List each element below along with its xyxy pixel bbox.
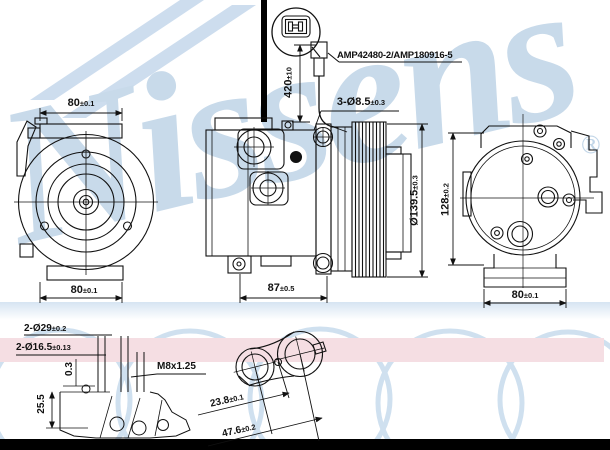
connector-detail [271,7,462,129]
watermark-wash [0,302,610,320]
side-view [205,117,348,275]
watermark-stripe [30,0,204,100]
front-view-dimensions [39,108,123,303]
highlight-band [0,338,604,362]
scan-bar-vertical [261,0,267,122]
pulley [330,121,412,278]
dim-bore-diameter: 2-Ø16.5±0.13 [16,342,71,353]
dim-step: 0.3 [64,362,75,376]
bracket-section-view [16,334,206,439]
connector-part-label: AMP42480-2/AMP180916-5 [337,50,453,62]
dim-side-width: 87±0.5 [267,282,295,294]
scan-bar-bottom [0,439,610,450]
front-view [14,117,158,281]
dim-mount-holes: 3-Ø8.5±0.3 [336,96,386,108]
side-view-dimensions [239,110,428,303]
dim-thread: M8x1.25 [157,361,196,372]
dim-pulley-diameter: Ø139.5±0.3 [408,175,421,226]
dim-front-width-bottom: 80±0.1 [70,284,98,296]
dim-rear-width: 80±0.1 [511,289,539,301]
dim-rear-height: 128±0.2 [439,183,452,216]
connector-part-number: AMP42480-2/AMP180916-5 [337,50,453,61]
dim-bracket-height: 25.5 [36,394,47,414]
rear-view [460,114,603,288]
lug-detail-dimensions [197,353,323,447]
dim-boss-diameter: 2-Ø29±0.2 [24,323,67,334]
watermark-circles [0,326,610,450]
rear-view-dimensions [448,132,567,308]
wire-length-dimension [292,44,316,123]
watermark-stripe [62,5,256,118]
dim-wire-length: 420±10 [282,67,295,98]
registered-mark: ® [581,130,601,159]
lug-detail-view [233,330,327,387]
dim-front-width-top: 80±0.1 [67,97,95,109]
